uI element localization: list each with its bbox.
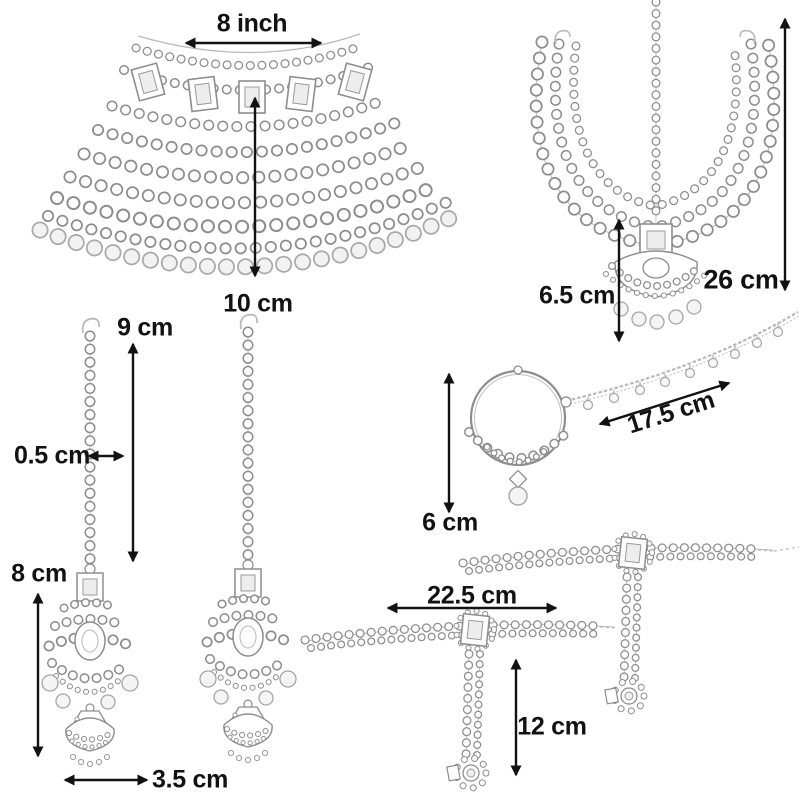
dimension-label-earring-drop-length: 8 cm	[11, 559, 67, 588]
dimension-arrows	[32, 17, 791, 786]
dimension-label-matha-patti-length: 26 cm	[703, 264, 779, 295]
dimension-label-earring-chain-length: 9 cm	[117, 313, 173, 342]
dimension-label-choker-drop: 10 cm	[223, 289, 293, 318]
dimension-label-haath-phool-width: 22.5 cm	[427, 581, 517, 610]
dimension-label-earring-chain-width: 0.5 cm	[13, 441, 91, 470]
matha-patti-illustration	[529, 0, 781, 330]
dimension-label-matha-patti-pendant: 6.5 cm	[538, 281, 616, 310]
matha-patti-hook-right	[739, 29, 756, 45]
arrow-nath-chain-length	[598, 380, 731, 427]
nath-chain	[560, 311, 799, 404]
haath-phool-left-illustration	[300, 608, 617, 792]
matha-patti-hook-left	[554, 29, 571, 45]
choker-necklace-illustration	[31, 33, 472, 276]
dimension-label-choker-width: 8 inch	[216, 9, 288, 38]
chain-earring-right-illustration	[200, 315, 296, 763]
dimension-label-haath-phool-drop: 12 cm	[517, 712, 587, 741]
dimension-label-jhumka-width: 3.5 cm	[151, 765, 229, 794]
dimension-label-nath-ring-height: 6 cm	[422, 508, 478, 537]
chain-earring-left-illustration	[41, 317, 139, 768]
nath-pearl-drop	[508, 486, 528, 506]
